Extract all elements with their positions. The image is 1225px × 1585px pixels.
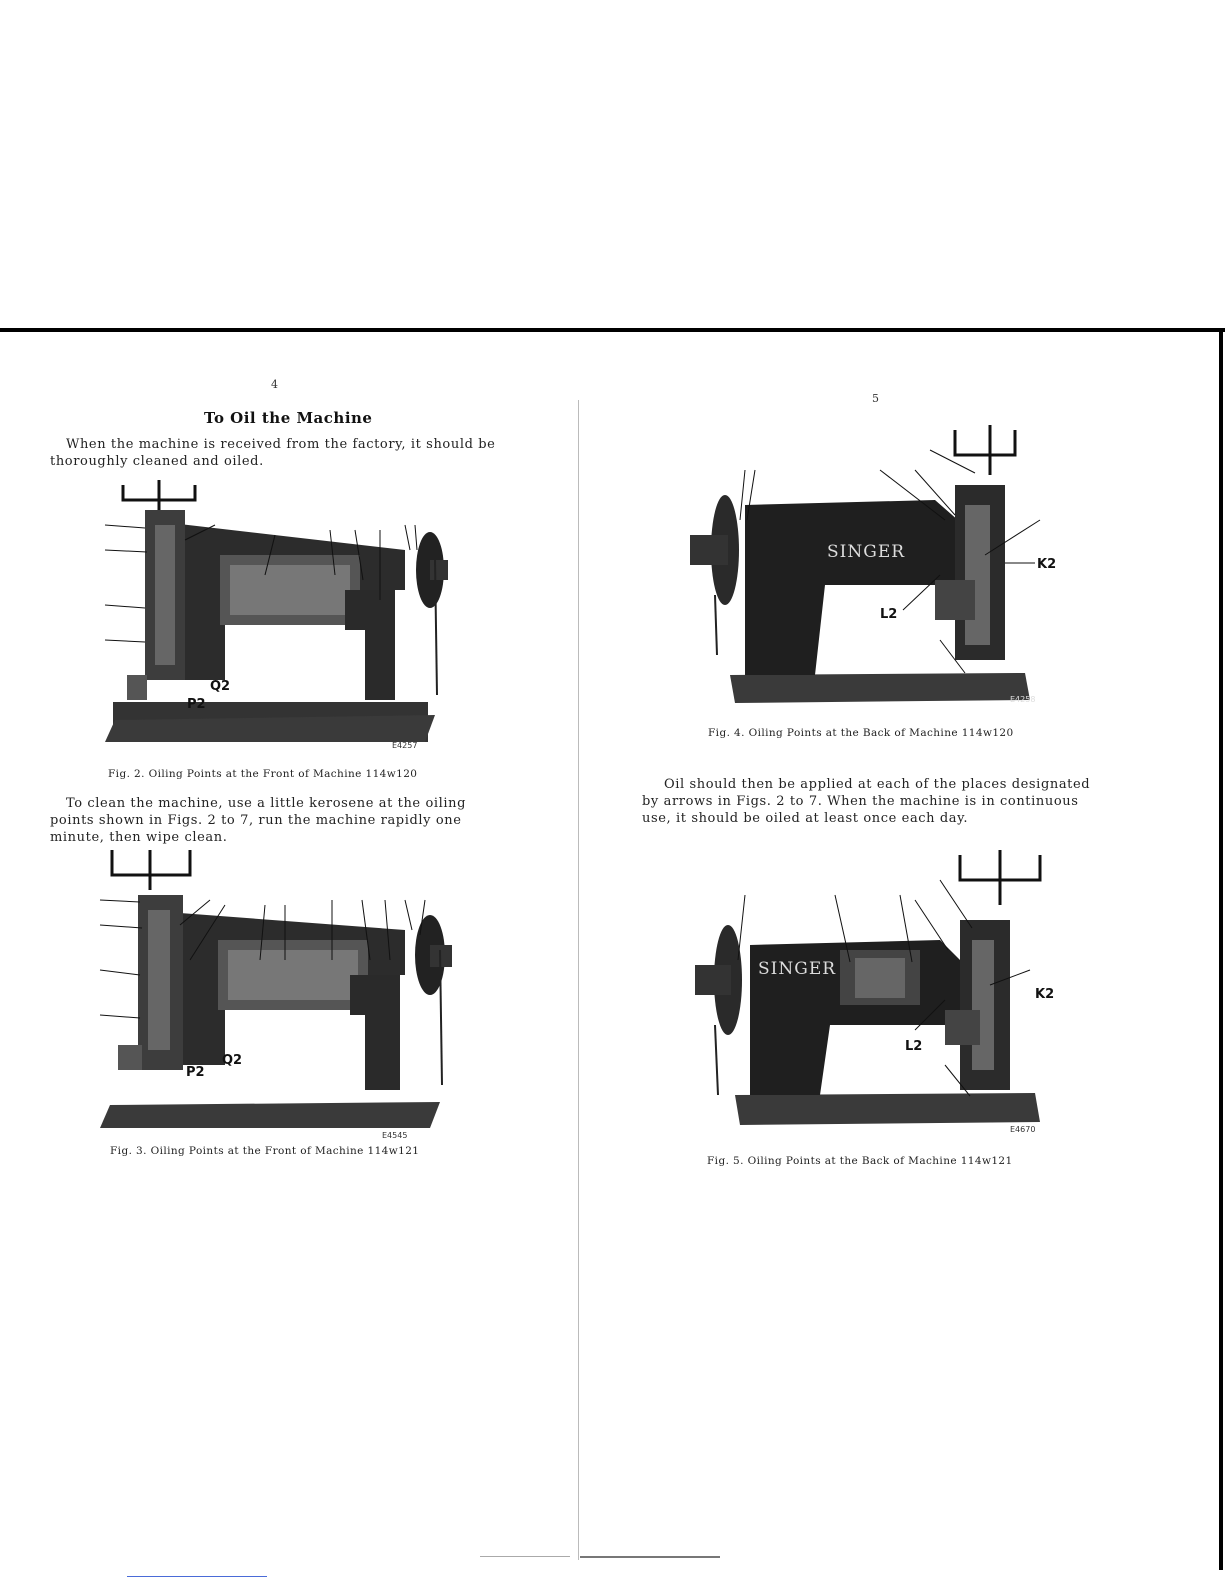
figure-3-caption: Fig. 3. Oiling Points at the Front of Ma… [110, 1145, 420, 1157]
figure-5-illustration: SINGER K2 L2 E4670 [690, 850, 1055, 1135]
right-border-line [1219, 330, 1223, 1570]
bottom-accent-line [127, 1576, 267, 1577]
intro-paragraph: When the machine is received from the fa… [50, 437, 496, 469]
figure-5-caption: Fig. 5. Oiling Points at the Back of Mac… [707, 1155, 1013, 1167]
top-border-line [0, 328, 1225, 332]
figure-2-code: E4257 [392, 741, 417, 750]
figure-2-caption: Fig. 2. Oiling Points at the Front of Ma… [108, 768, 418, 780]
figure-5-label-k2: K2 [1035, 987, 1054, 1002]
figure-4-label-l2: L2 [880, 607, 897, 622]
figure-4-caption: Fig. 4. Oiling Points at the Back of Mac… [708, 727, 1014, 739]
oiling-paragraph: Oil should then be applied at each of th… [642, 777, 1091, 826]
figure-4-illustration: SINGER K2 L2 E4258 [685, 425, 1056, 710]
figure-5-brand-text: SINGER [758, 959, 836, 979]
figure-5-code: E4670 [1010, 1125, 1035, 1134]
figure-3-illustration: Q2 P2 E4545 [99, 850, 465, 1140]
figure-3-code: E4545 [382, 1131, 407, 1140]
page-number-left: 4 [271, 378, 278, 391]
figure-2-label-q2: Q2 [210, 679, 230, 694]
figure-5-label-l2: L2 [905, 1039, 922, 1054]
figure-4-code: E4258 [1010, 695, 1035, 704]
page-title: To Oil the Machine [204, 409, 373, 427]
figure-4-label-k2: K2 [1037, 557, 1056, 572]
figure-3-label-p2: P2 [186, 1065, 205, 1080]
bottom-rule [580, 1556, 720, 1558]
figure-4-brand-text: SINGER [827, 542, 905, 562]
figure-2-label-p2: P2 [187, 697, 206, 712]
figure-2-illustration: Q2 P2 E4257 [104, 480, 455, 755]
cleaning-paragraph: To clean the machine, use a little keros… [50, 796, 467, 845]
page-gutter [578, 400, 579, 1560]
bottom-rule-left [480, 1556, 570, 1557]
page-number-right: 5 [872, 392, 879, 405]
figure-3-label-q2: Q2 [222, 1053, 242, 1068]
